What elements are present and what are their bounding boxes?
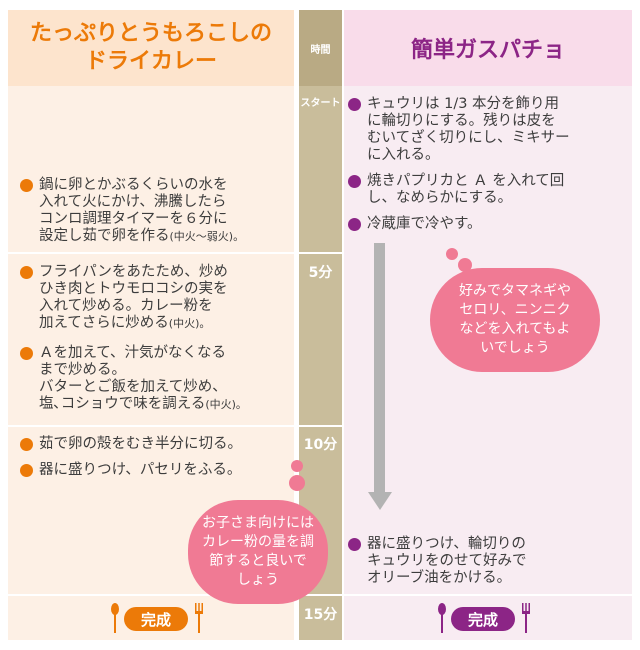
curry-recipe-header: たっぷりとうもろこしの ドライカレー [8,10,294,86]
curry-step-peel-egg: 茹で卵の殻をむき半分に切る。 [20,436,292,453]
time-10min: 10分 [303,437,338,453]
step-text: 器に盛りつけ、輪切りの キュウリをのせて好みで オリーブ油をかける。 [367,536,527,587]
tip-bubble-gazpacho: 好みでタマネギや セロリ、ニンニク などを入れてもよ いでしょう [430,268,600,372]
row-divider [8,594,294,596]
step-text: 焼きパプリカと Ａ を入れて回 し、なめらかにする。 [367,173,564,207]
curry-step-fry: フライパンをあたため、炒め ひき肉とトウモロコシの実を 入れて炒める。カレー粉を… [20,264,292,332]
step-line: キュウリをのせて好みで [367,553,527,569]
row-divider [344,594,632,596]
bubble-line: セロリ、ニンニク [459,302,571,318]
fork-icon [522,603,530,633]
curry-step-season: Ａを加えて、汁気がなくなる まで炒める。 バターとご飯を加えて炒め、 塩､コショ… [20,345,292,413]
step-text: Ａを加えて、汁気がなくなる まで炒める。 バターとご飯を加えて炒め、 塩､コショ… [39,345,247,413]
orange-bullet-icon [20,179,33,192]
step-line: 入れて火にかけ、沸騰したら [39,194,227,210]
spoon-icon [438,603,446,633]
tip-bubble-curry: お子さま向けには カレー粉の量を調 節すると良いで しょう [188,500,328,604]
time-5min: 5分 [308,265,333,281]
step-line: ひき肉とトウモロコシの実を [39,281,228,297]
step-text: 冷蔵庫で冷やす。 [367,216,482,232]
step-text: キュウリは 1/3 本分を飾り用 に輪切りにする。残りは皮を むいてざく切りにし… [367,96,570,164]
gazpacho-step-cucumber: キュウリは 1/3 本分を飾り用 に輪切りにする。残りは皮を むいてざく切りにし… [348,96,630,164]
bubble-line: しょう [237,572,279,588]
thought-dot [446,248,458,260]
step-line: まで炒める。 [39,362,126,378]
heat-note: (中火)。 [205,398,247,411]
bubble-line: いでしょう [480,340,550,356]
row-divider [8,425,294,427]
step-line: オリーブ油をかける。 [367,570,512,586]
heat-note: (中火〜弱火)。 [169,230,245,243]
step-line: 加えてさらに炒める [39,315,169,331]
gazpacho-step-chill: 冷蔵庫で冷やす。 [348,216,630,233]
step-text: 鍋に卵とかぶるくらいの水を 入れて火にかけ、沸騰したら コンロ調理タイマーを６分… [39,177,244,245]
gazpacho-finish-badge: 完成 [451,607,515,631]
purple-bullet-icon [348,538,361,551]
bubble-line: カレー粉の量を調 [202,534,314,550]
gazpacho-step-blend: 焼きパプリカと Ａ を入れて回 し、なめらかにする。 [348,173,630,207]
step-line: キュウリは 1/3 本分を飾り用 [367,96,560,112]
heat-note: (中火)。 [168,317,211,330]
gazpacho-recipe-title: 簡単ガスパチョ [410,38,565,63]
step-line: フライパンをあたため、炒め [39,264,228,280]
step-line: 入れて炒める。カレー粉を [39,298,213,314]
orange-bullet-icon [20,266,33,279]
curry-step-serve: 器に盛りつけ、パセリをふる。 [20,462,292,479]
curry-finish-badge: 完成 [124,607,188,631]
time-header-label: 時間 [310,44,331,56]
orange-bullet-icon [20,438,33,451]
row-divider [299,594,342,596]
row-divider [8,252,294,254]
orange-bullet-icon [20,347,33,360]
time-15min: 15分 [303,607,338,623]
bubble-line: 好みでタマネギや [459,283,571,299]
step-line: バターとご飯を加えて炒め、 [39,379,227,395]
step-line: 設定し茹で卵を作る [39,228,170,244]
orange-bullet-icon [20,464,33,477]
purple-bullet-icon [348,218,361,231]
step-line: 鍋に卵とかぶるくらいの水を [39,177,228,193]
gazpacho-recipe-header: 簡単ガスパチョ [344,10,632,86]
purple-bullet-icon [348,98,361,111]
step-text: フライパンをあたため、炒め ひき肉とトウモロコシの実を 入れて炒める。カレー粉を… [39,264,228,332]
thought-dot [291,460,303,472]
curry-recipe-title: たっぷりとうもろこしの ドライカレー [30,20,272,76]
title-line: ドライカレー [84,49,217,74]
bubble-line: お子さま向けには [202,515,314,531]
step-line: 塩､コショウで味を調える [39,396,206,412]
gazpacho-step-serve: 器に盛りつけ、輪切りの キュウリをのせて好みで オリーブ油をかける。 [348,536,630,587]
time-start: スタート [300,98,341,109]
title-line: たっぷりとうもろこしの [29,21,272,46]
step-line: し、なめらかにする。 [367,190,513,206]
step-line: 器に盛りつけ、輪切りの [367,536,526,552]
fork-icon [195,603,203,633]
step-line: 焼きパプリカと Ａ を入れて回 [367,173,565,189]
step-line: むいてざく切りにし、ミキサー [367,130,570,146]
row-divider [299,425,342,427]
step-line: に輪切りにする。残りは皮を [367,113,556,129]
step-line: に入れる。 [367,147,440,163]
arrow-head-icon [368,492,392,510]
down-arrow-icon [374,243,385,493]
step-text: 茹で卵の殻をむき半分に切る。 [39,436,242,452]
curry-step-boil-egg: 鍋に卵とかぶるくらいの水を 入れて火にかけ、沸騰したら コンロ調理タイマーを６分… [20,177,292,245]
time-header: 時間 [299,10,342,86]
purple-bullet-icon [348,175,361,188]
bubble-line: 節すると良いで [209,553,307,569]
step-line: Ａを加えて、汁気がなくなる [39,345,227,361]
thought-dot [289,475,305,491]
step-line: コンロ調理タイマーを６分に [39,211,228,227]
spoon-icon [111,603,119,633]
bubble-line: などを入れてもよ [459,321,571,337]
step-text: 器に盛りつけ、パセリをふる。 [39,462,242,478]
thought-dot [458,258,472,272]
row-divider [299,252,342,254]
